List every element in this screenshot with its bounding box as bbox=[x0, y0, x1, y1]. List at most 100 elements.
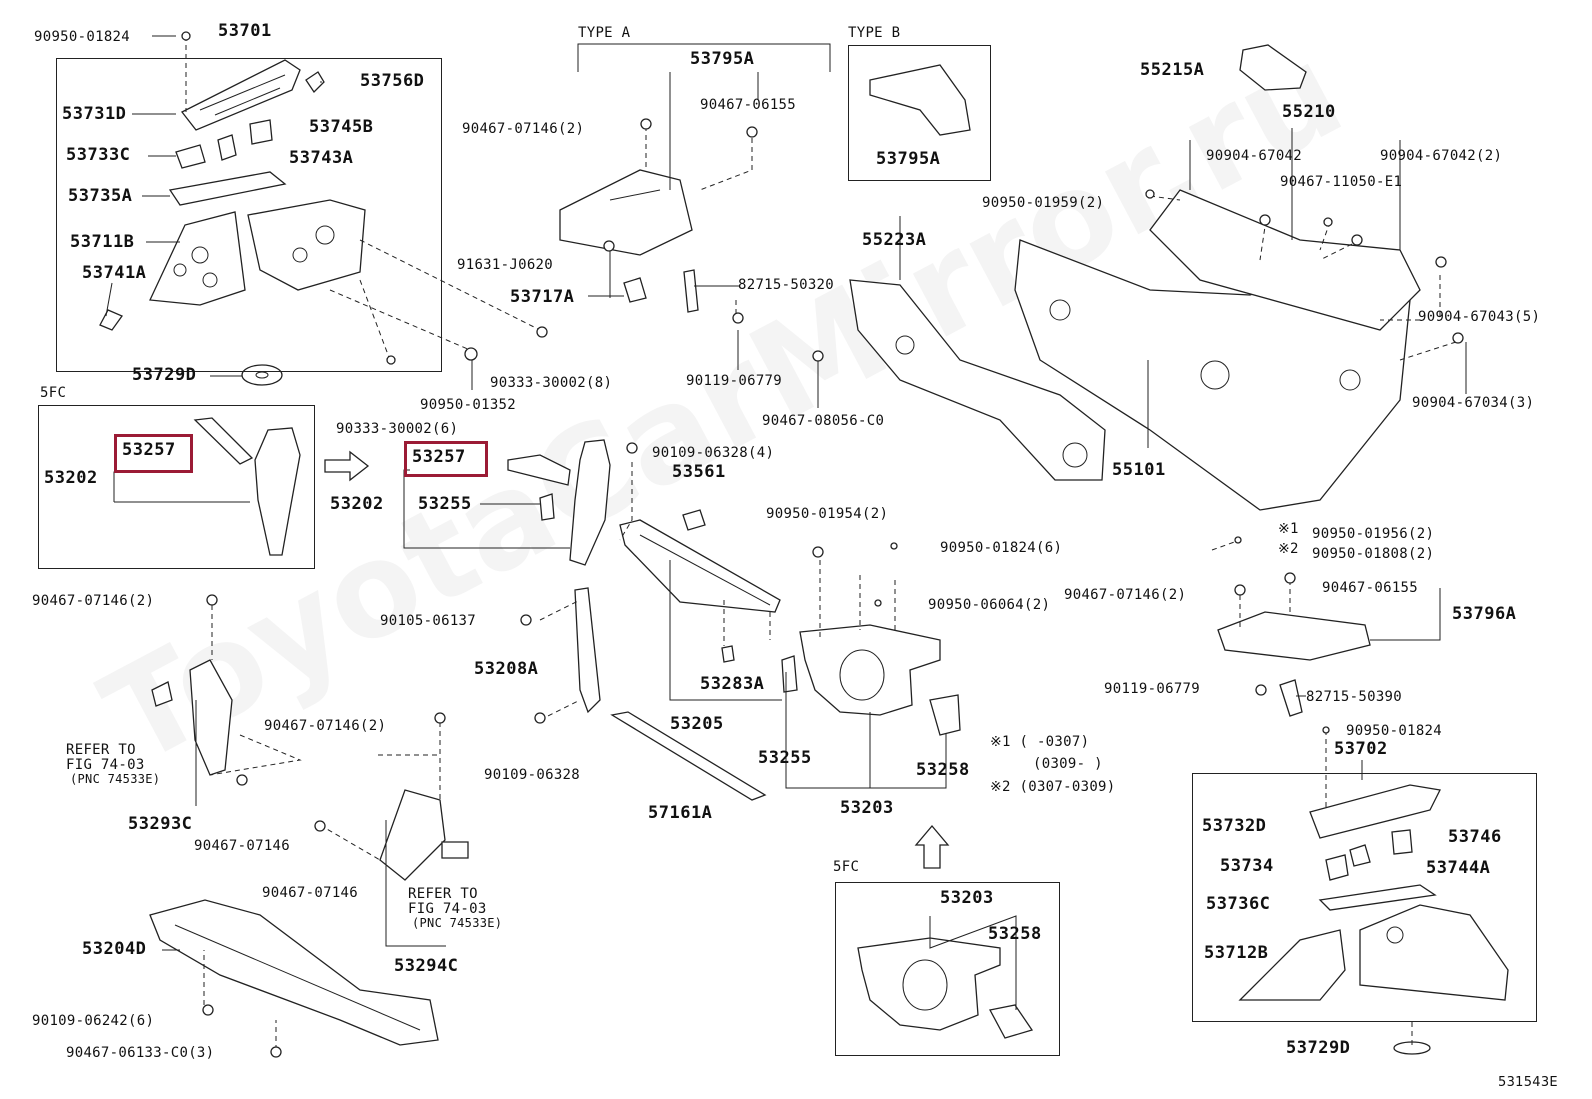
part-53712B bbox=[1238, 929, 1346, 1001]
part-53203 bbox=[799, 624, 941, 716]
refer-left-line1: REFER TO bbox=[66, 742, 136, 758]
label-90467-06133-C0: 90467-06133-C0(3) bbox=[66, 1045, 215, 1061]
label-53746: 53746 bbox=[1448, 827, 1502, 847]
label-53741A: 53741A bbox=[82, 263, 147, 283]
mark-2: ※2 bbox=[1278, 541, 1299, 557]
part-53743A bbox=[217, 134, 237, 161]
label-90950-01352: 90950-01352 bbox=[420, 397, 517, 413]
part-53294C bbox=[379, 789, 446, 881]
part-53258 bbox=[929, 694, 961, 736]
label-53729D-right: 53729D bbox=[1286, 1038, 1351, 1058]
header-type-a: TYPE A bbox=[578, 25, 631, 41]
refer-mid-line3: (PNC 74533E) bbox=[412, 916, 503, 930]
note-2: ※2 (0307-0309) bbox=[990, 779, 1116, 795]
part-pad-mid bbox=[441, 841, 469, 859]
label-90109-06242: 90109-06242(6) bbox=[32, 1013, 155, 1029]
label-53258-5fc: 53258 bbox=[988, 924, 1042, 944]
label-90467-08056-C0: 90467-08056-C0 bbox=[762, 413, 885, 429]
label-90904-67034: 90904-67034(3) bbox=[1412, 395, 1535, 411]
label-53257-5fc: 53257 bbox=[122, 440, 176, 460]
label-53255-mid: 53255 bbox=[418, 494, 472, 514]
label-90904-67042: 90904-67042 bbox=[1206, 148, 1303, 164]
label-53711B: 53711B bbox=[70, 232, 135, 252]
label-53717A: 53717A bbox=[510, 287, 575, 307]
highlight-53257-5fc bbox=[114, 434, 193, 473]
arrow-up-icon bbox=[914, 824, 950, 869]
label-53731D: 53731D bbox=[62, 104, 127, 124]
part-apron bbox=[247, 199, 366, 291]
part-53202 bbox=[569, 439, 611, 566]
label-53294C: 53294C bbox=[394, 956, 459, 976]
label-90109-06328-4: 90109-06328(4) bbox=[652, 445, 775, 461]
label-53283A: 53283A bbox=[700, 674, 765, 694]
part-53202-5fc bbox=[254, 427, 301, 556]
part-55223A bbox=[849, 279, 1106, 481]
mark-1: ※1 bbox=[1278, 521, 1299, 537]
label-53203-5fc: 53203 bbox=[940, 888, 994, 908]
label-53733C: 53733C bbox=[66, 145, 131, 165]
part-53736C bbox=[1318, 884, 1437, 911]
part-53735A bbox=[168, 171, 287, 206]
label-55215A: 55215A bbox=[1140, 60, 1205, 80]
part-53204D bbox=[149, 899, 439, 1046]
label-53736C: 53736C bbox=[1206, 894, 1271, 914]
header-5fc-bottom: 5FC bbox=[833, 859, 860, 875]
label-90467-11050-E1: 90467-11050-E1 bbox=[1280, 174, 1403, 190]
label-53208A: 53208A bbox=[474, 659, 539, 679]
part-pad-left bbox=[151, 681, 173, 707]
refer-left-line2: FIG 74-03 bbox=[66, 757, 145, 773]
part-53208A bbox=[574, 587, 601, 714]
label-90467-07146-e: 90467-07146 bbox=[194, 838, 291, 854]
part-53729D bbox=[241, 364, 283, 386]
part-53255-mid bbox=[539, 493, 555, 521]
label-90950-01824-a: 90950-01824 bbox=[34, 29, 131, 45]
label-53729D: 53729D bbox=[132, 365, 197, 385]
part-53795A-type-b bbox=[869, 64, 971, 136]
group-frame-53702 bbox=[1192, 773, 1537, 1022]
label-53745B: 53745B bbox=[309, 117, 374, 137]
label-82715-50390: 82715-50390 bbox=[1306, 689, 1403, 705]
label-53202: 53202 bbox=[330, 494, 384, 514]
part-53283A bbox=[721, 645, 735, 663]
part-53746 bbox=[1391, 829, 1413, 855]
label-55101: 55101 bbox=[1112, 460, 1166, 480]
label-90950-01956: 90950-01956(2) bbox=[1312, 526, 1435, 542]
label-90467-06155-a: 90467-06155 bbox=[700, 97, 797, 113]
label-90467-07146-f: 90467-07146 bbox=[262, 885, 359, 901]
part-82715-50390 bbox=[1279, 679, 1303, 717]
group-frame-5fc-left bbox=[38, 405, 315, 569]
label-90950-01808: 90950-01808(2) bbox=[1312, 546, 1435, 562]
label-57161A: 57161A bbox=[648, 803, 713, 823]
label-53204D: 53204D bbox=[82, 939, 147, 959]
label-90950-06064: 90950-06064(2) bbox=[928, 597, 1051, 613]
label-90950-01824-6: 90950-01824(6) bbox=[940, 540, 1063, 556]
label-90119-06779-b: 90119-06779 bbox=[1104, 681, 1201, 697]
part-53258-5fc bbox=[989, 1004, 1034, 1039]
label-53735A: 53735A bbox=[68, 186, 133, 206]
part-53756D bbox=[305, 71, 325, 94]
label-53702: 53702 bbox=[1334, 739, 1388, 759]
label-90105-06137: 90105-06137 bbox=[380, 613, 477, 629]
label-90333-30002-6: 90333-30002(6) bbox=[336, 421, 459, 437]
arrow-right-icon bbox=[324, 450, 370, 482]
part-57161A bbox=[610, 711, 767, 801]
label-53205: 53205 bbox=[670, 714, 724, 734]
label-55210: 55210 bbox=[1282, 102, 1336, 122]
part-53732D bbox=[1309, 784, 1441, 839]
label-53796A: 53796A bbox=[1452, 604, 1517, 624]
label-53744A: 53744A bbox=[1426, 858, 1491, 878]
part-55215A bbox=[1239, 44, 1307, 91]
label-90467-06155-b: 90467-06155 bbox=[1322, 580, 1419, 596]
label-53732D: 53732D bbox=[1202, 816, 1267, 836]
note-1b: (0309- ) bbox=[1033, 756, 1103, 772]
label-53561: 53561 bbox=[672, 462, 726, 482]
label-90467-07146-d: 90467-07146(2) bbox=[264, 718, 387, 734]
header-5fc-left: 5FC bbox=[40, 385, 67, 401]
label-90467-07146-a: 90467-07146(2) bbox=[462, 121, 585, 137]
part-53205 bbox=[619, 519, 781, 613]
label-53756D: 53756D bbox=[360, 71, 425, 91]
part-53255 bbox=[781, 655, 798, 693]
label-53734: 53734 bbox=[1220, 856, 1274, 876]
label-53701: 53701 bbox=[218, 21, 272, 41]
